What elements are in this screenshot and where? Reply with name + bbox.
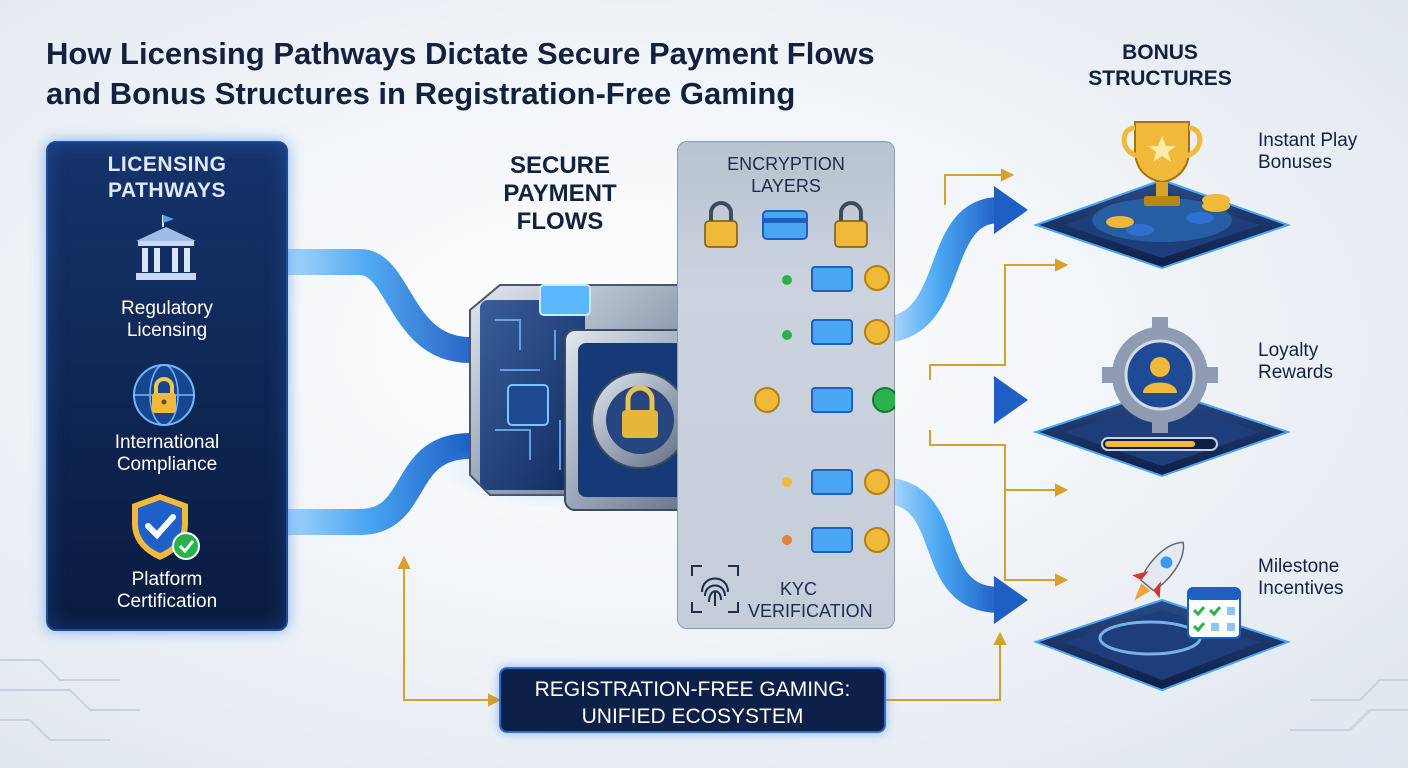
- page-title: How Licensing Pathways Dictate Secure Pa…: [46, 34, 1006, 114]
- bonus-title-line-2: Structures: [1088, 67, 1232, 90]
- platform-line-1: Platform: [131, 569, 203, 590]
- milestone-incentives-label: Milestone Incentives: [1258, 556, 1398, 600]
- circuit-decoration: [0, 659, 1408, 741]
- kyc-line-2: Verification: [748, 601, 873, 621]
- fingerprint-icon: [691, 565, 739, 613]
- payments-title-line-2: Payment: [503, 180, 617, 207]
- kyc-line-1: KYC: [780, 579, 818, 599]
- milestone-line-2: Incentives: [1258, 578, 1344, 599]
- bonus-flow-arrows: [879, 186, 1028, 624]
- encryption-title-line-2: Layers: [751, 176, 821, 196]
- bonus-title-line-1: Bonus: [1122, 41, 1198, 64]
- international-compliance-label: International Compliance: [46, 432, 288, 476]
- licensing-title-line-1: Licensing: [107, 153, 227, 176]
- ecosystem-line-2: Unified Ecosystem: [581, 705, 804, 728]
- international-line-2: Compliance: [116, 454, 218, 475]
- encryption-title-line-1: Encryption: [727, 154, 845, 174]
- platform-certification-label: Platform Certification: [46, 569, 288, 613]
- secure-payment-flows-title: Secure Payment Flows: [470, 152, 650, 236]
- encryption-layer-items: [704, 201, 895, 553]
- licensing-panel-title: Licensing Pathways: [46, 152, 288, 204]
- padlock-icon: [704, 201, 738, 248]
- title-line-2: and Bonus Structures in Registration-Fre…: [46, 76, 796, 111]
- regulatory-line-1: Regulatory: [121, 298, 213, 319]
- international-line-1: International: [114, 432, 220, 453]
- bonus-structures-title: Bonus Structures: [1060, 40, 1260, 92]
- instant-play-bonuses-label: Instant Play Bonuses: [1258, 130, 1398, 174]
- instant-play-line-1: Instant Play: [1258, 130, 1358, 151]
- trophy-icon: [1032, 121, 1292, 270]
- instant-play-line-2: Bonuses: [1258, 152, 1332, 173]
- unified-ecosystem-box: Registration-Free Gaming: Unified Ecosys…: [499, 667, 886, 733]
- title-line-1: How Licensing Pathways Dictate Secure Pa…: [46, 36, 875, 71]
- credit-card-icon: [762, 210, 808, 240]
- shield-check-icon: [132, 494, 200, 560]
- encryption-layers-title: Encryption Layers: [677, 153, 895, 197]
- gold-connectors: [397, 168, 1069, 707]
- platform-line-2: Certification: [116, 591, 218, 612]
- licensing-title-line-2: Pathways: [108, 179, 226, 202]
- regulatory-line-2: Licensing: [126, 320, 208, 341]
- loyalty-rewards-label: Loyalty Rewards: [1258, 340, 1398, 384]
- government-building-icon: [136, 215, 196, 280]
- rocket-calendar-icon: [1033, 541, 1291, 692]
- loyalty-line-1: Loyalty: [1258, 340, 1319, 361]
- payment-stream-items: [754, 265, 895, 553]
- milestone-line-1: Milestone: [1258, 556, 1340, 577]
- globe-lock-icon: [133, 364, 195, 426]
- payments-title-line-3: Flows: [516, 208, 604, 235]
- payments-title-line-1: Secure: [509, 152, 611, 179]
- ecosystem-line-1: Registration-Free Gaming:: [534, 678, 851, 701]
- padlock-icon: [834, 201, 868, 248]
- kyc-verification-label: KYC Verification: [748, 578, 898, 622]
- regulatory-licensing-label: Regulatory Licensing: [46, 298, 288, 342]
- loyalty-line-2: Rewards: [1258, 362, 1333, 383]
- gear-user-icon: [1032, 317, 1292, 478]
